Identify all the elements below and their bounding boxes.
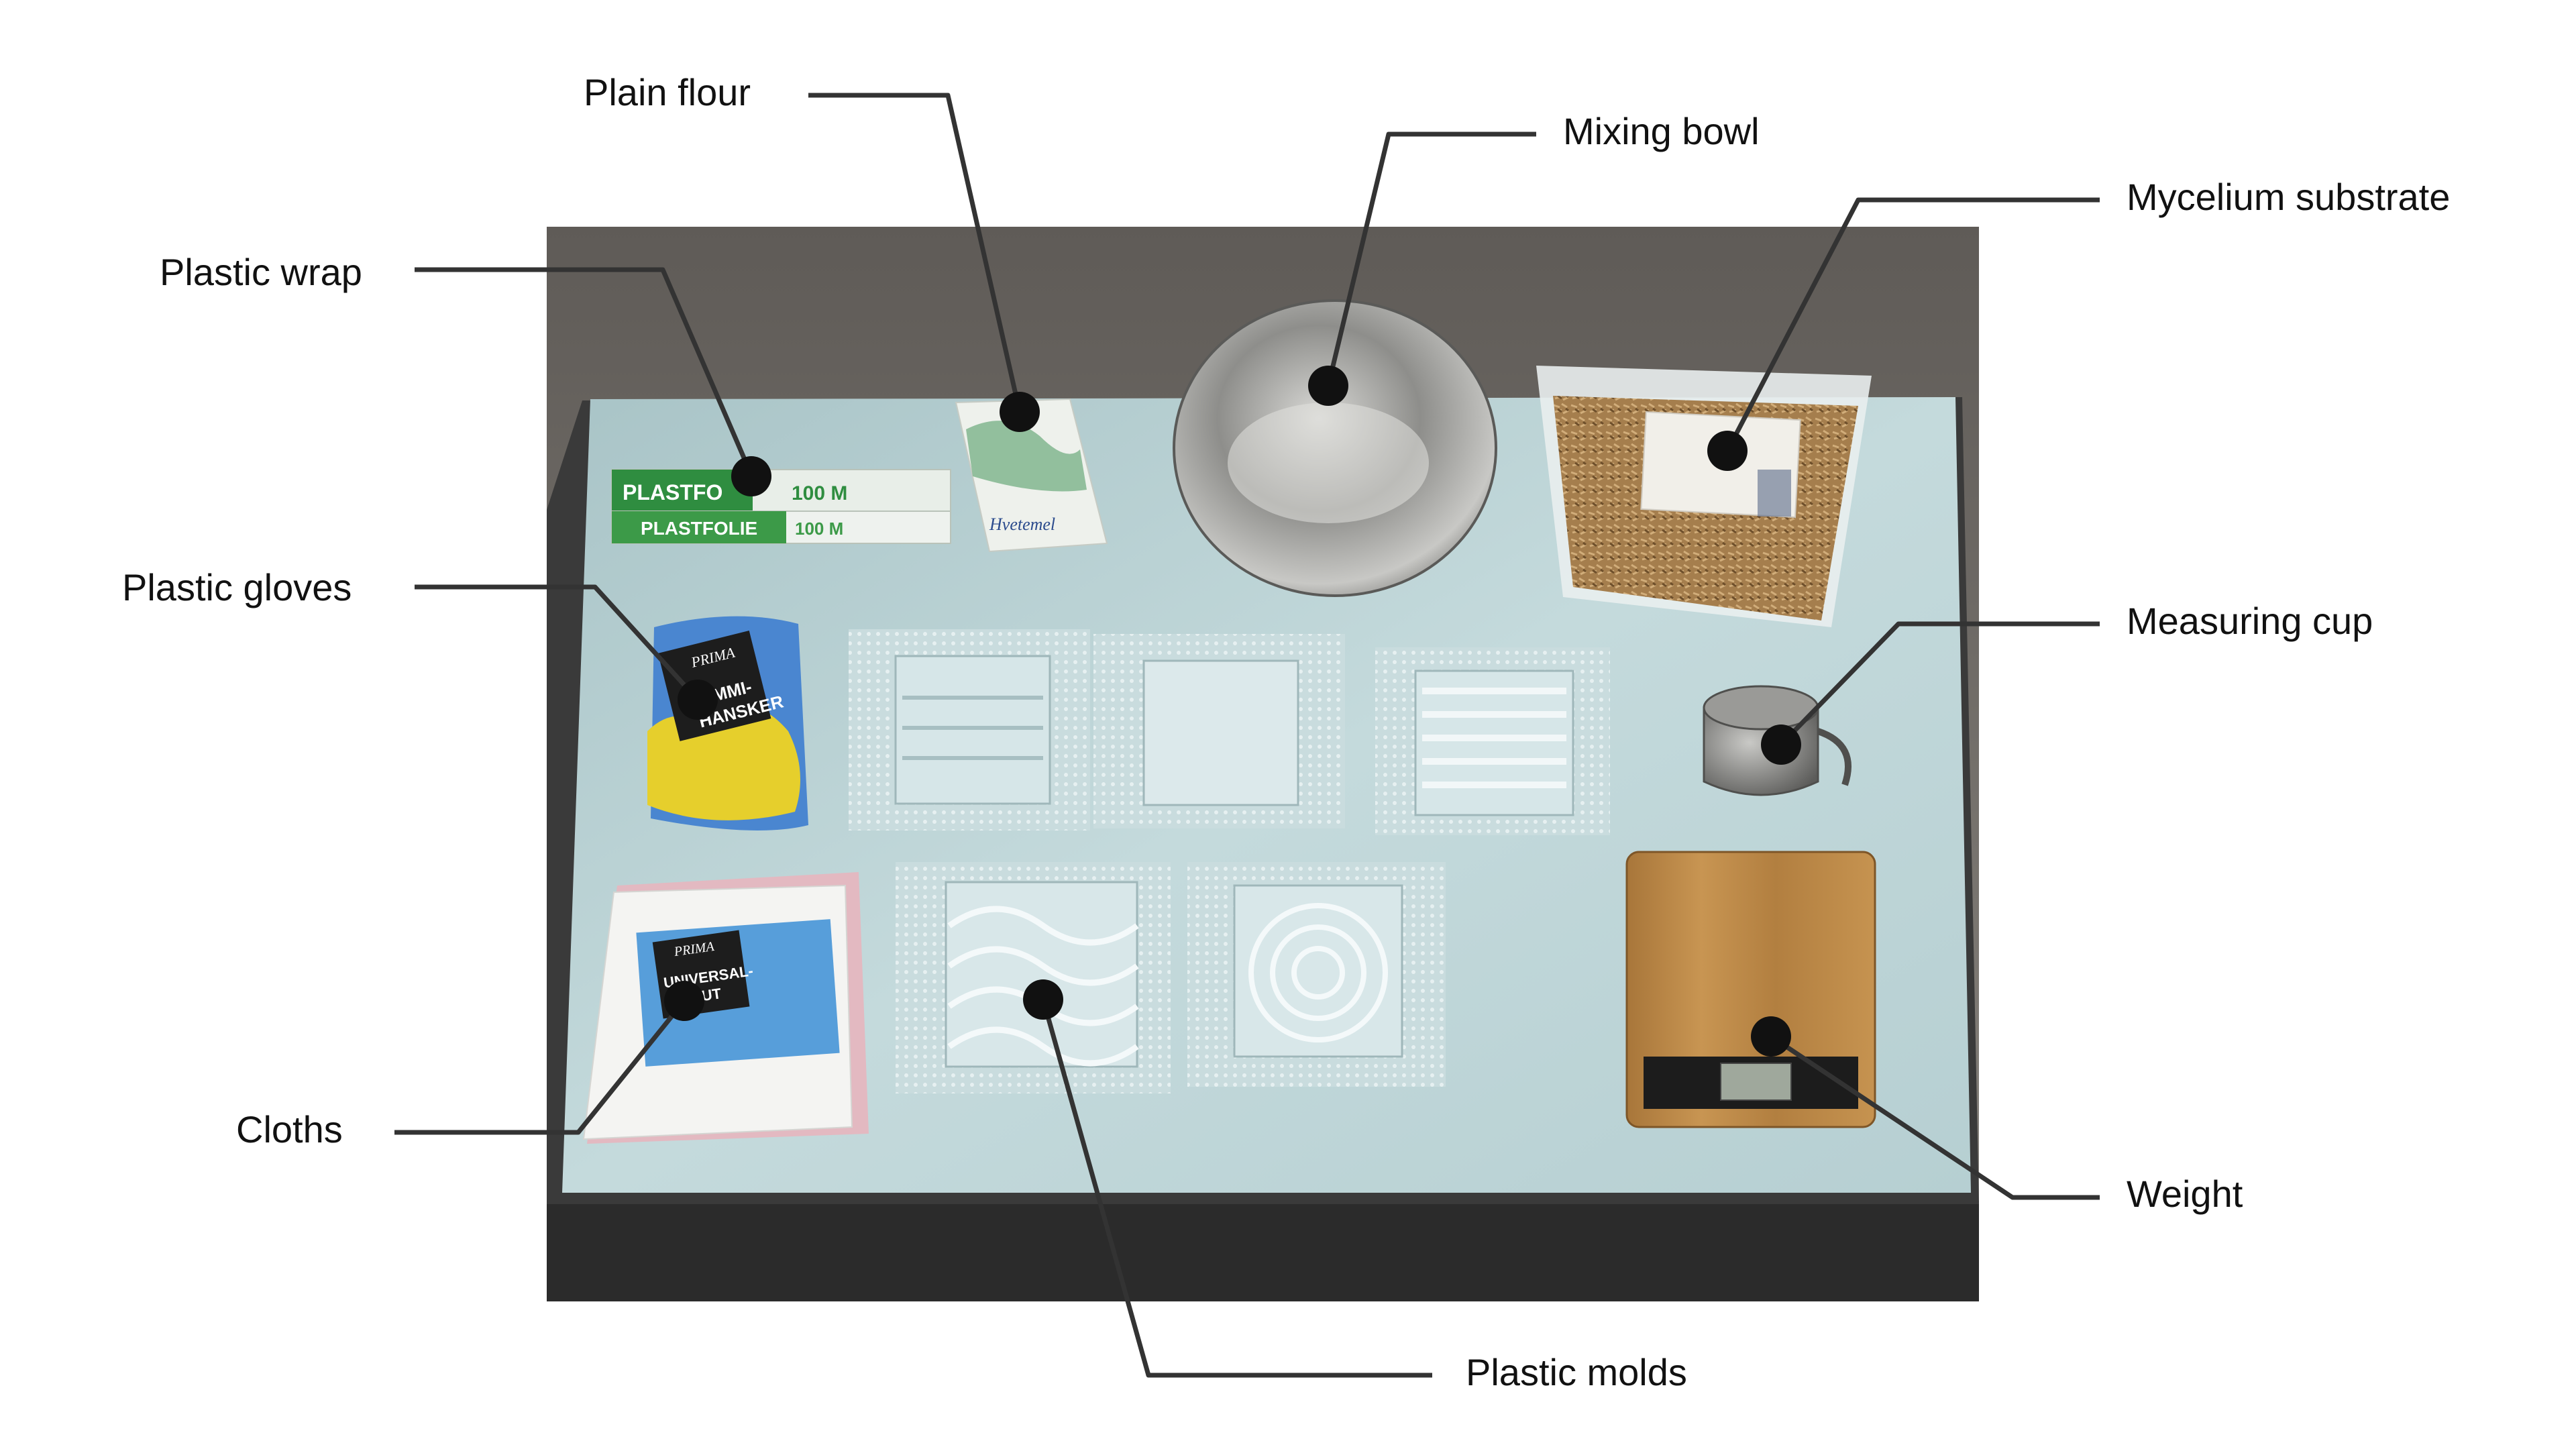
label-cloths: Cloths (236, 1108, 343, 1150)
svg-text:100 M: 100 M (795, 519, 843, 539)
dot-mycelium-substrate (1707, 431, 1748, 471)
leader-mixing-bowl (1326, 131, 1536, 386)
svg-text:100 M: 100 M (792, 482, 847, 504)
label-measuring-cup: Measuring cup (2127, 600, 2373, 642)
cloths-pack: PRIMA UNIVERSAL- KLUT (582, 872, 869, 1144)
leader-plain-flour (808, 93, 1022, 413)
mold-5 (1187, 862, 1446, 1087)
mold-2 (1093, 634, 1345, 828)
dot-plastic-gloves (678, 680, 718, 720)
leader-plastic-molds (1040, 999, 1432, 1378)
svg-text:PLASTFO: PLASTFO (623, 480, 722, 504)
dot-cloths (664, 981, 704, 1021)
plastic-molds (849, 629, 1610, 1093)
svg-text:PLASTFOLIE: PLASTFOLIE (641, 518, 757, 539)
dot-plastic-molds (1023, 979, 1063, 1020)
label-plastic-gloves: Plastic gloves (122, 566, 352, 608)
mold-1 (849, 629, 1090, 830)
label-weight: Weight (2127, 1173, 2243, 1215)
measuring-cup (1703, 685, 1851, 796)
svg-text:Hvetemel: Hvetemel (989, 515, 1055, 534)
dot-plain-flour (1000, 392, 1040, 432)
dot-measuring-cup (1761, 724, 1801, 765)
label-plain-flour: Plain flour (584, 71, 751, 113)
plastic-wrap-boxes: PLASTFO 100 M PLASTFOLIE 100 M (611, 469, 951, 544)
leader-plastic-wrap (415, 267, 754, 476)
mycelium-substrate-bag (1536, 366, 1872, 627)
leader-plastic-gloves (415, 584, 700, 702)
leader-cloths (394, 999, 686, 1135)
leader-measuring-cup (1779, 621, 2100, 747)
mold-4 (896, 862, 1171, 1093)
label-plastic-wrap: Plastic wrap (160, 251, 362, 293)
leader-weight (1770, 1034, 2100, 1200)
dot-mixing-bowl (1308, 366, 1348, 406)
mold-3 (1375, 647, 1610, 835)
kitchen-scale (1625, 851, 1876, 1128)
label-mycelium-substrate: Mycelium substrate (2127, 176, 2451, 218)
mixing-bowl (1173, 299, 1497, 597)
label-plastic-molds: Plastic molds (1466, 1351, 1687, 1393)
dot-weight (1751, 1016, 1791, 1057)
plastic-gloves: PRIMA GUMMI- HANSKER (647, 616, 808, 830)
leader-mycelium-substrate (1725, 197, 2100, 452)
dot-plastic-wrap (731, 456, 771, 496)
label-mixing-bowl: Mixing bowl (1563, 110, 1760, 152)
